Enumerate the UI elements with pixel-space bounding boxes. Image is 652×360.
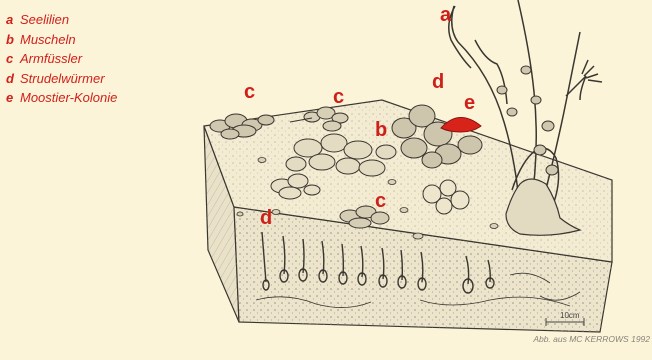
- legend-label: Seelilien: [20, 12, 69, 27]
- bryozoan-colony: [441, 117, 481, 132]
- legend-label: Muscheln: [20, 32, 76, 47]
- legend-key: b: [6, 30, 20, 50]
- label-a-sea-lily: a: [440, 5, 451, 25]
- label-c-brachiopod: c: [333, 87, 344, 107]
- legend-key: a: [6, 10, 20, 30]
- legend-key: d: [6, 69, 20, 89]
- label-c-brachiopod: c: [244, 82, 255, 102]
- scale-bar-label: 10cm: [560, 311, 580, 320]
- legend-label: Moostier-Kolonie: [20, 90, 117, 105]
- legend-key: e: [6, 88, 20, 108]
- label-e-bryozoan: e: [464, 93, 475, 113]
- legend-label: Strudelwürmer: [20, 71, 105, 86]
- legend-key: c: [6, 49, 20, 69]
- legend-label: Armfüssler: [20, 51, 82, 66]
- label-d-flatworm: d: [432, 72, 444, 92]
- label-d-flatworm: d: [260, 208, 272, 228]
- label-b-mussel: b: [375, 120, 387, 140]
- image-credit: Abb. aus MC KERROWS 1992: [533, 334, 650, 344]
- label-c-brachiopod: c: [375, 191, 386, 211]
